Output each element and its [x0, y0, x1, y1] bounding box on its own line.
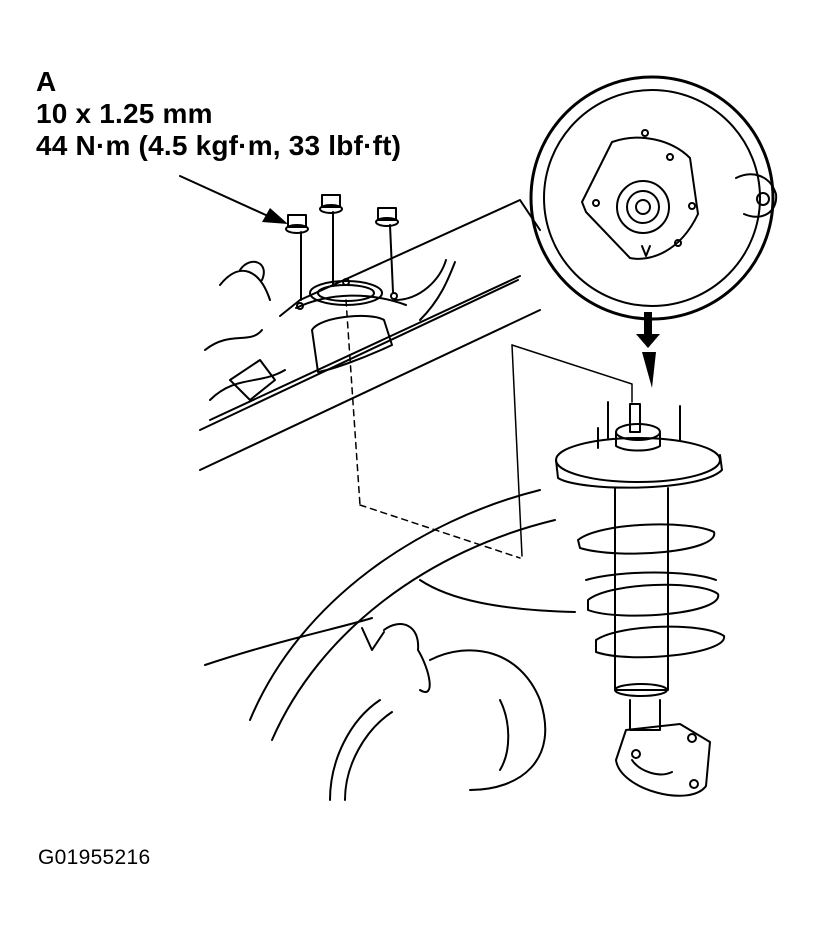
strut-tower: [279, 259, 456, 373]
fender-panel: [199, 199, 541, 471]
mount-detail-view: [529, 75, 778, 321]
callout-bolt-size: 10 x 1.25 mm: [36, 98, 213, 129]
alignment-guide: [345, 299, 521, 559]
callout-torque-spec: 44 N·m (4.5 kgf·m, 33 lbf·ft): [36, 130, 402, 161]
callout-arrow-icon: [179, 175, 288, 224]
flange-nut-right: [375, 207, 399, 293]
callout-letter: A: [36, 66, 57, 97]
down-arrow-icon: [636, 312, 660, 388]
wheel-arch: [204, 489, 576, 801]
strut-assembly: [555, 401, 725, 797]
alignment-bracket: [511, 344, 633, 557]
flange-nut-left: [285, 214, 309, 301]
figure-id: G01955216: [38, 846, 151, 869]
flange-nut-center: [319, 194, 343, 285]
callout-a: A 10 x 1.25 mm 44 N·m (4.5 kgf·m, 33 lbf…: [36, 66, 401, 162]
